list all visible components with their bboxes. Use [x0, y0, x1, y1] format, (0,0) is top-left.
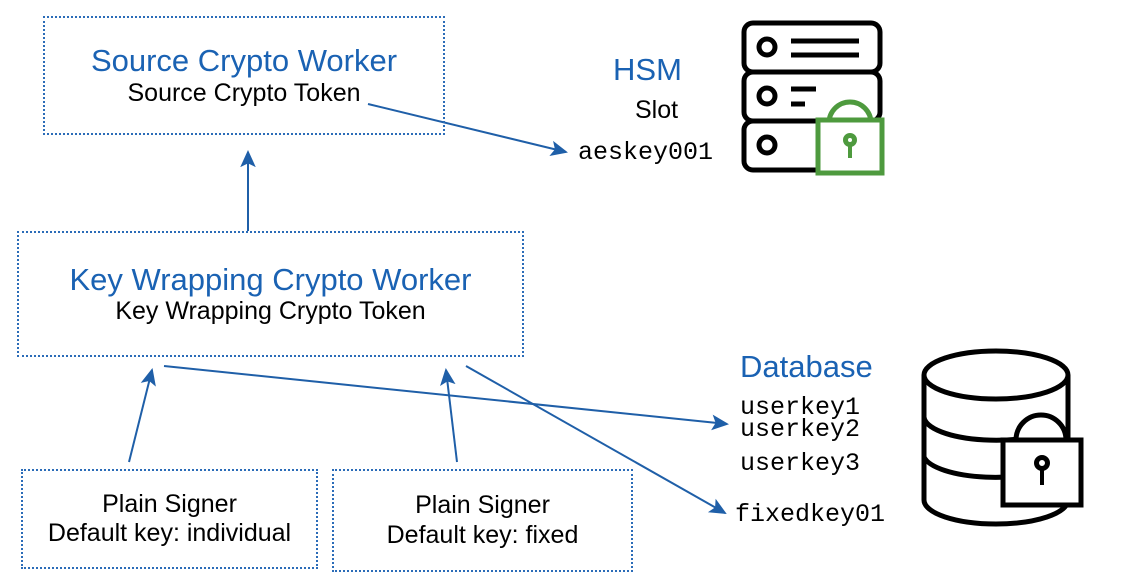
node-plain-signer-fixed[interactable]: Plain Signer Default key: fixed [332, 469, 633, 572]
database-key-fixedkey01: fixedkey01 [735, 500, 886, 529]
padlock-black-icon [1000, 412, 1084, 508]
database-title: Database [740, 349, 873, 384]
node-key-wrapping-crypto-worker[interactable]: Key Wrapping Crypto Worker Key Wrapping … [17, 231, 524, 357]
plain-signer-fixed-line2: Default key: fixed [386, 520, 579, 549]
node-source-crypto-worker[interactable]: Source Crypto Worker Source Crypto Token [43, 16, 445, 135]
hsm-slot-label: Slot [635, 96, 679, 124]
connector-plain-signer-individual-to-keywrapping [128, 368, 156, 463]
plain-signer-fixed-line1: Plain Signer [415, 491, 550, 519]
connector-keywrapping-to-userkeys [163, 365, 729, 431]
plain-signer-individual-line1: Plain Signer [102, 489, 237, 518]
hsm-key-aeskey001: aeskey001 [578, 138, 714, 167]
connector-plain-signer-fixed-to-keywrapping [440, 368, 458, 463]
key-wrapping-crypto-worker-subtitle: Key Wrapping Crypto Token [115, 297, 426, 326]
padlock-green-icon [815, 99, 885, 176]
database-icon-group [920, 345, 1120, 560]
database-key-userkey2: userkey2 [740, 415, 861, 444]
source-crypto-worker-subtitle: Source Crypto Token [127, 78, 361, 107]
hsm-icon-group [733, 16, 903, 181]
server-rack-icon [741, 20, 883, 173]
hsm-title: HSM [613, 52, 682, 87]
node-plain-signer-individual[interactable]: Plain Signer Default key: individual [21, 469, 318, 569]
database-key-userkey3: userkey3 [740, 449, 861, 478]
key-wrapping-crypto-worker-title: Key Wrapping Crypto Worker [69, 261, 472, 297]
plain-signer-individual-line2: Default key: individual [47, 519, 292, 547]
database-key-userkey1: userkey1 [740, 393, 861, 422]
source-crypto-worker-title: Source Crypto Worker [90, 43, 398, 79]
